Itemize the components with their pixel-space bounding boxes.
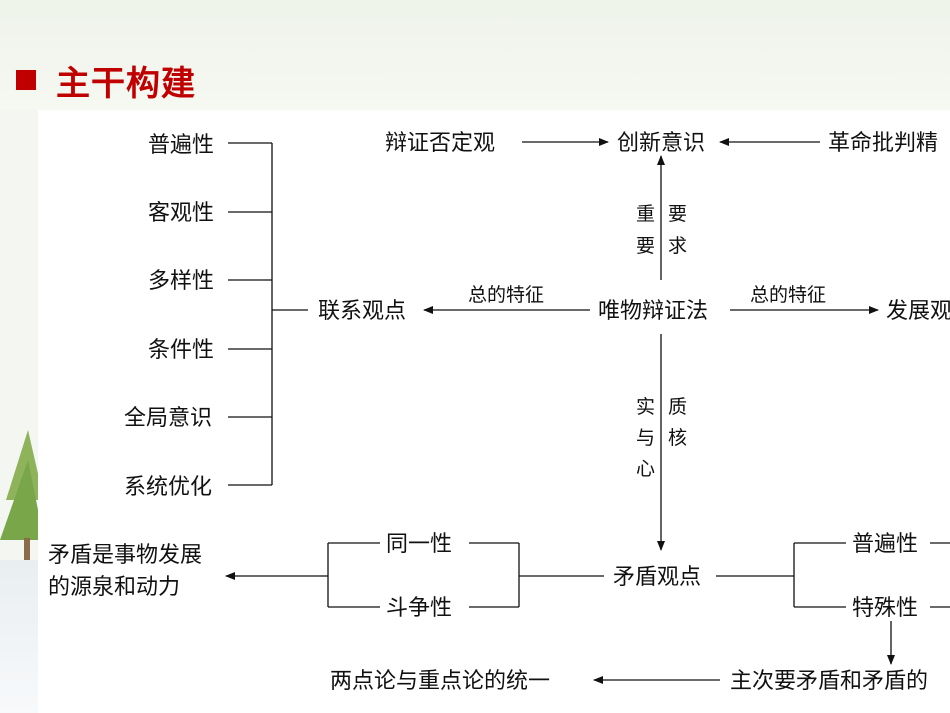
left-bracket [228, 142, 308, 486]
label-yao-2: 要 [668, 203, 687, 225]
node-connection-view: 联系观点 [318, 299, 406, 324]
contradiction-right-bracket [716, 542, 950, 608]
item-overall-awareness: 全局意识 [124, 406, 212, 431]
item-objectivity: 客观性 [148, 201, 214, 226]
snow-decoration [0, 560, 44, 713]
contradiction-left-bracket [327, 542, 604, 608]
diagram-panel: 辩证否定观 创新意识 革命批判精 重 要 要 求 普遍性 客观性 多样性 条件性… [38, 110, 950, 713]
item-universality-contradiction: 普遍性 [852, 532, 918, 557]
tree-decoration [0, 430, 44, 568]
label-shi: 实 [636, 396, 655, 418]
label-left-general-feature: 总的特征 [468, 284, 544, 306]
item-system-optimization: 系统优化 [124, 475, 212, 500]
result-source-line2: 的源泉和动力 [48, 575, 180, 600]
background-band [0, 0, 950, 110]
label-yao-1: 要 [636, 235, 655, 257]
node-principal-secondary: 主次要矛盾和矛盾的 [730, 669, 928, 694]
label-yu: 与 [636, 427, 655, 449]
item-diversity: 多样性 [148, 269, 214, 294]
label-zhi: 质 [668, 396, 687, 418]
section-header: 主干构建 [16, 58, 196, 104]
node-innovation: 创新意识 [617, 131, 705, 156]
label-he: 核 [668, 427, 687, 449]
item-universality: 普遍性 [148, 133, 214, 158]
page-title: 主干构建 [56, 63, 196, 104]
item-conditionality: 条件性 [148, 338, 214, 363]
item-identity: 同一性 [386, 532, 452, 557]
title-bullet-icon [16, 70, 36, 90]
node-dialectical-negation: 辩证否定观 [385, 131, 495, 156]
node-contradiction-view: 矛盾观点 [613, 565, 701, 590]
label-right-general-feature: 总的特征 [750, 284, 826, 306]
item-struggle: 斗争性 [386, 596, 452, 621]
label-xin: 心 [636, 458, 655, 480]
concept-map: 辩证否定观 创新意识 革命批判精 重 要 要 求 普遍性 客观性 多样性 条件性… [48, 131, 950, 694]
label-zhong: 重 [636, 203, 655, 225]
result-source-line1: 矛盾是事物发展 [48, 543, 202, 568]
label-qiu: 求 [668, 235, 687, 257]
node-two-point-theory: 两点论与重点论的统一 [330, 669, 550, 694]
item-particularity: 特殊性 [852, 596, 918, 621]
node-development-view: 发展观 [886, 299, 950, 324]
node-materialist-dialectics: 唯物辩证法 [598, 299, 708, 324]
node-revolutionary-critical: 革命批判精 [828, 131, 938, 156]
